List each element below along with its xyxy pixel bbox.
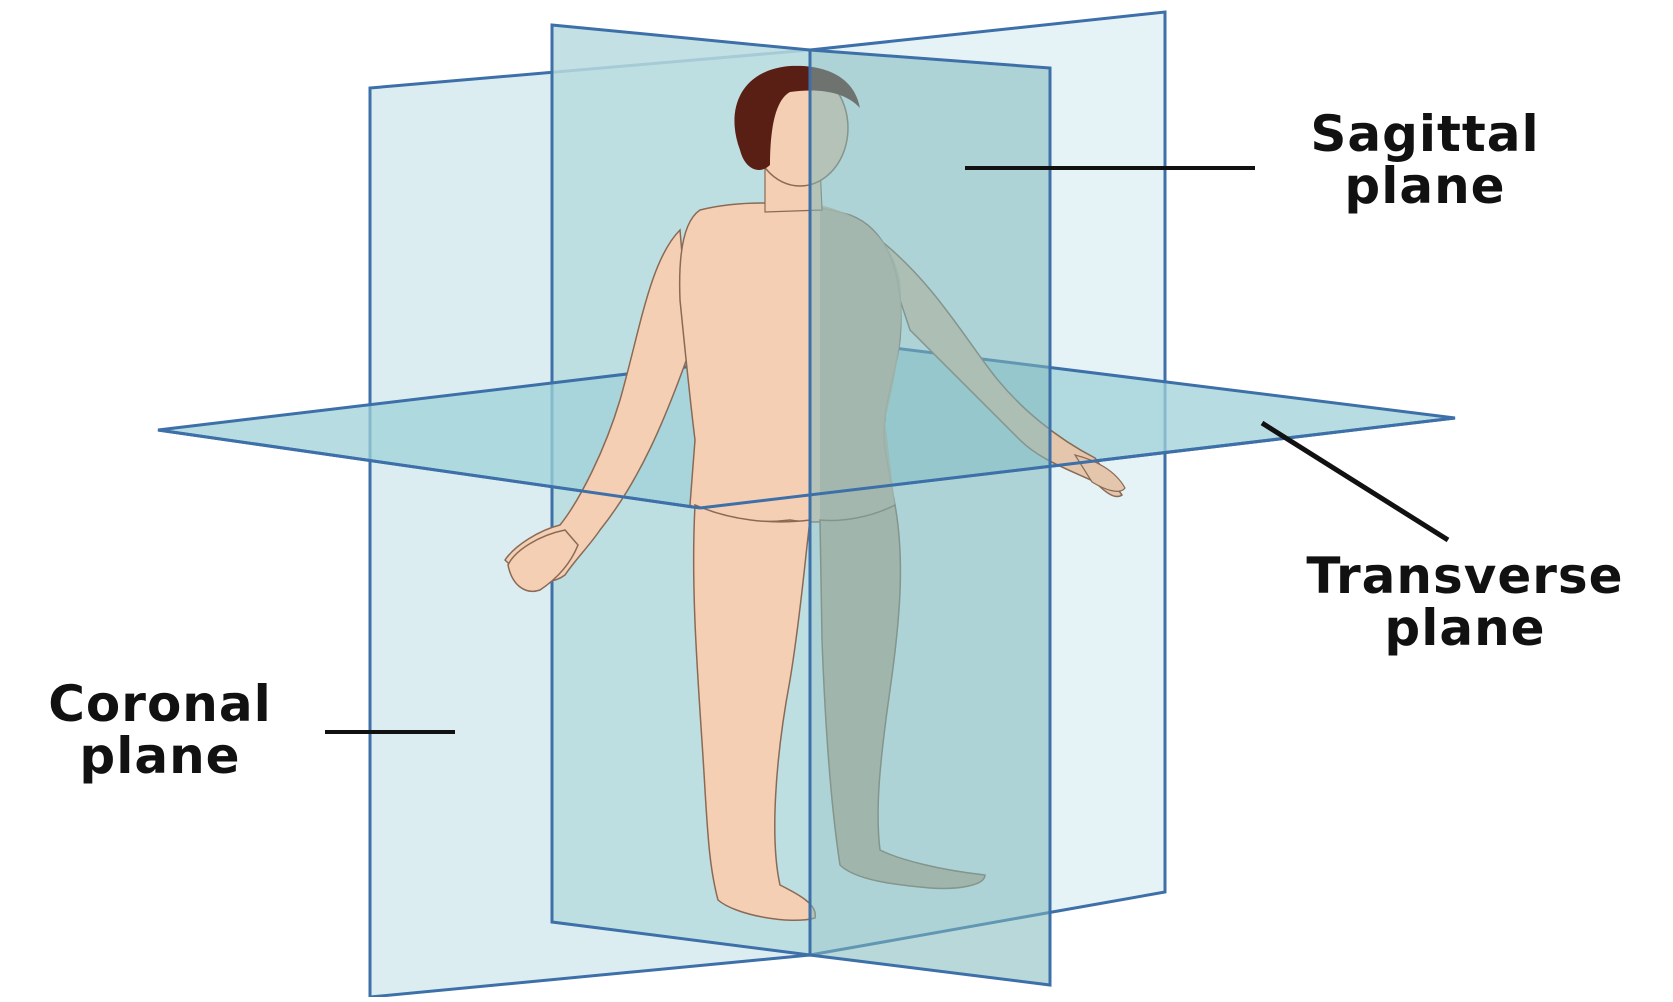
sagittal-label-line2: plane	[1265, 160, 1585, 212]
coronal-plane-label: Coronal plane	[10, 678, 310, 782]
sagittal-plane	[810, 50, 1050, 985]
sagittal-plane-label: Sagittal plane	[1265, 108, 1585, 212]
transverse-leader-line	[1262, 423, 1448, 540]
transverse-label-line1: Transverse	[1255, 550, 1673, 602]
coronal-label-line1: Coronal	[10, 678, 310, 730]
transverse-label-line2: plane	[1255, 602, 1673, 654]
transverse-plane-label: Transverse plane	[1255, 550, 1673, 654]
sagittal-label-line1: Sagittal	[1265, 108, 1585, 160]
coronal-label-line2: plane	[10, 730, 310, 782]
